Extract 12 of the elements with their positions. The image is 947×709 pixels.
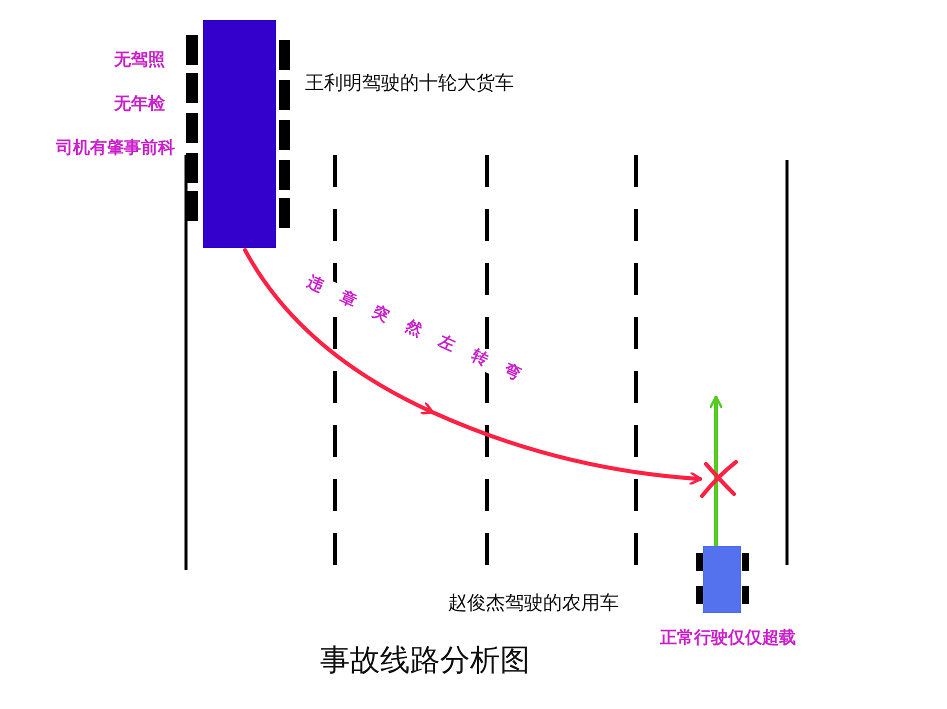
arrow [242,248,702,484]
truck-drawing [186,20,290,248]
annotation-text: 正常行驶仅仅超载 [660,627,796,649]
car-drawing [696,546,750,613]
caption: 事故线路分析图 [320,642,530,680]
collision-mark [698,458,738,500]
vehicle-label: 王利明驾驶的十轮大货车 [305,71,514,96]
annotation-text: 无驾照 [114,49,165,71]
annotation-text: 司机有肇事前科 [56,137,175,159]
arrow [708,396,724,548]
annotation-text: 无年检 [114,93,165,115]
vehicle-label: 赵俊杰驾驶的农用车 [448,591,619,616]
